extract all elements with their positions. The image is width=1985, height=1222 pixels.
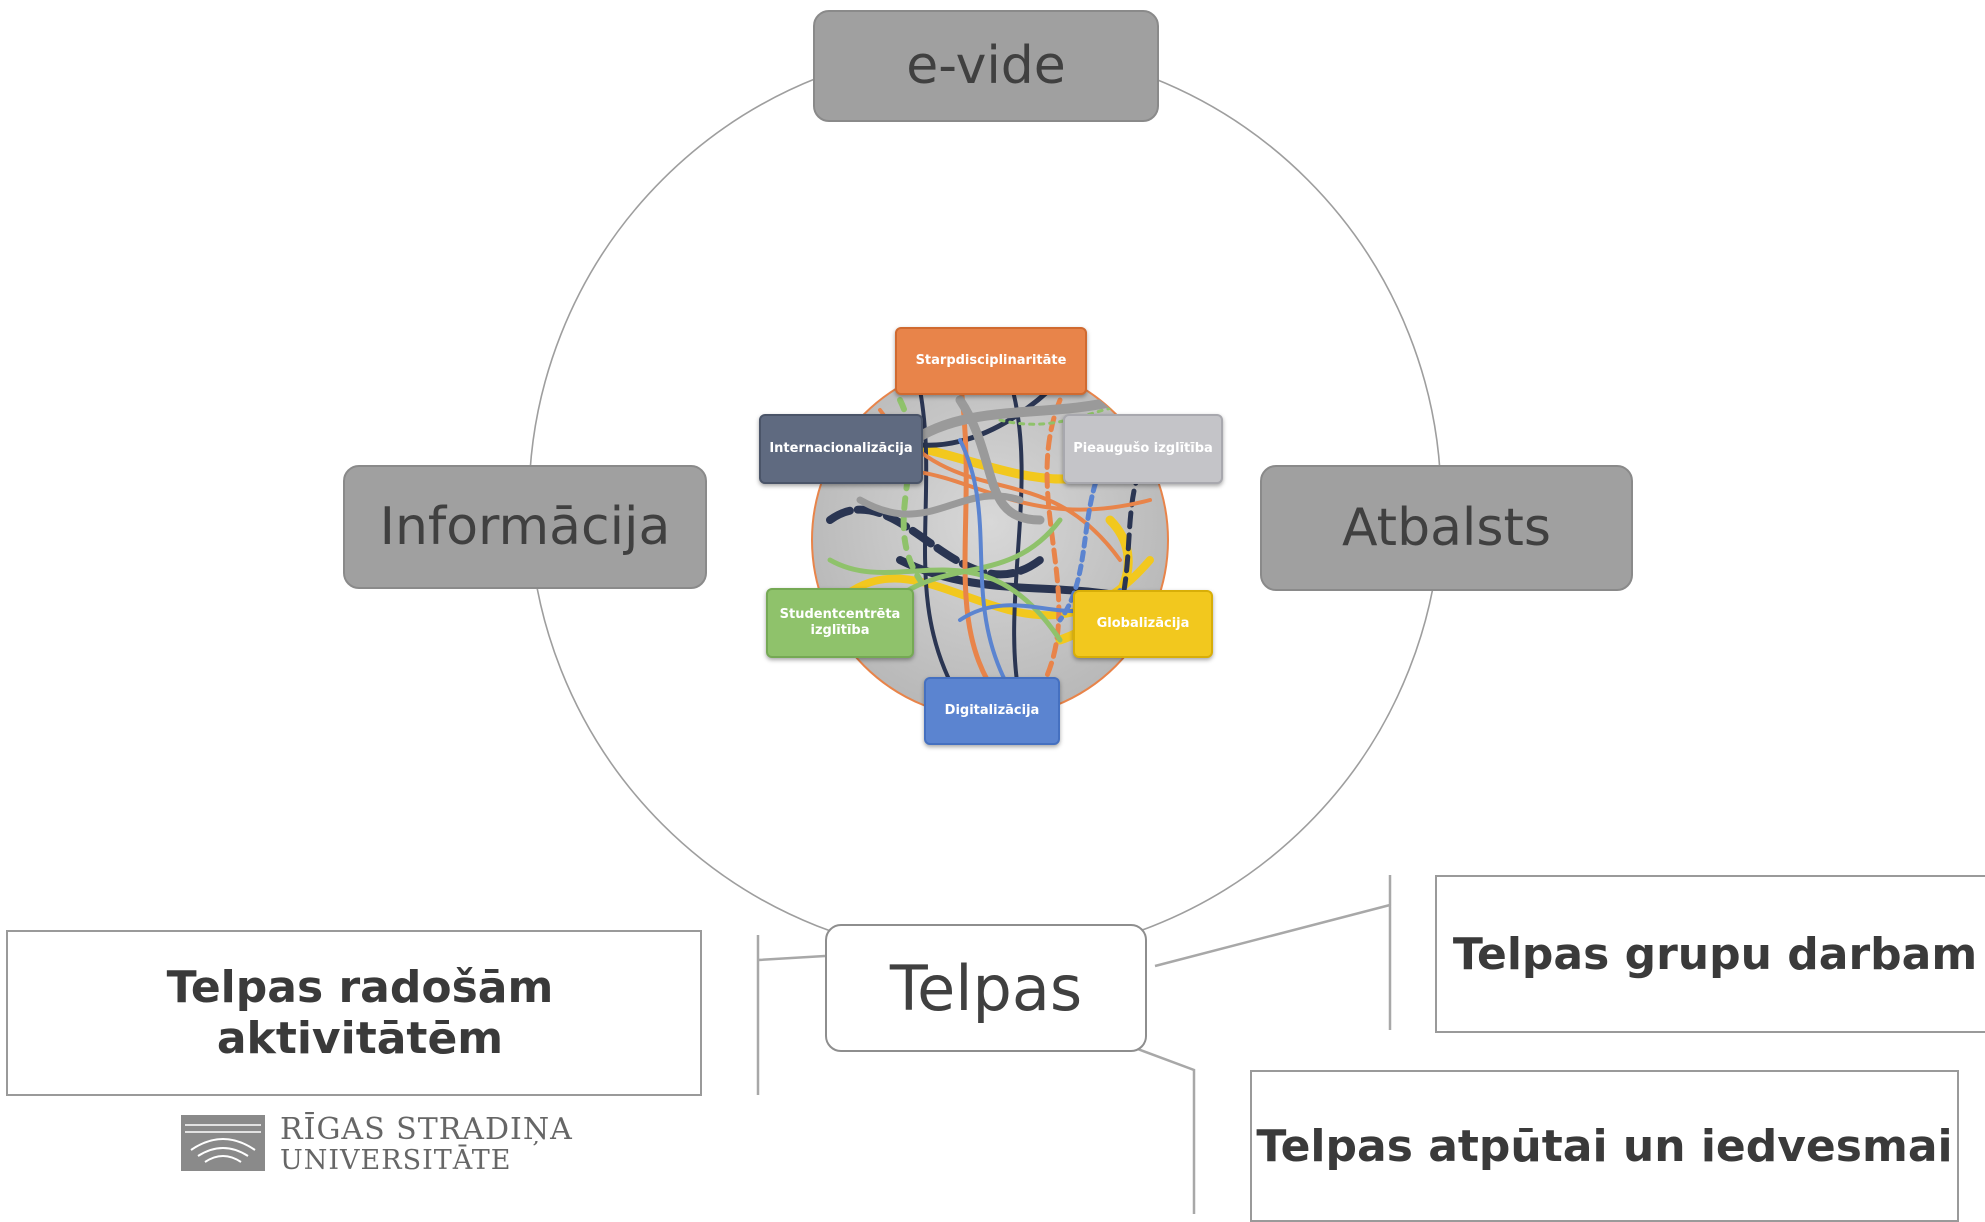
connector-right-bottom (1134, 1046, 1196, 1214)
theme-pieauguso-izglitiba-label: Pieaugušo izglītība (1073, 441, 1213, 456)
theme-internacionalizacija: Internacionalizācija (759, 414, 923, 484)
node-atbalsts: Atbalsts (1260, 465, 1633, 591)
sub-box-creative: Telpas radošām aktivitātēm (6, 930, 702, 1096)
sub-box-rest: Telpas atpūtai un iedvesmai (1250, 1070, 1959, 1222)
logo-line2: UNIVERSITĀTE (280, 1145, 512, 1176)
theme-studentcentreta-izglitiba: Studentcentrēta izglītība (766, 588, 914, 658)
theme-digitalizacija-label: Digitalizācija (944, 703, 1040, 718)
connector-right-top (1154, 875, 1392, 1030)
theme-digitalizacija: Digitalizācija (924, 677, 1060, 745)
theme-studentcentreta-izglitiba-label: Studentcentrēta izglītība (779, 607, 901, 638)
node-informacija: Informācija (343, 465, 707, 589)
sub-box-groups: Telpas grupu darbam (1435, 875, 1985, 1033)
sub-box-groups-label: Telpas grupu darbam (1452, 928, 1978, 980)
node-e-vide-label: e-vide (906, 36, 1066, 96)
theme-globalizacija: Globalizācija (1073, 590, 1213, 658)
node-informacija-label: Informācija (379, 497, 671, 557)
node-atbalsts-label: Atbalsts (1342, 498, 1551, 558)
theme-globalizacija-label: Globalizācija (1096, 616, 1190, 631)
theme-starpdisciplinaritate-label: Starpdisciplinaritāte (915, 353, 1067, 368)
sub-box-rest-label: Telpas atpūtai un iedvesmai (1256, 1120, 1953, 1172)
theme-internacionalizacija-label: Internacionalizācija (769, 441, 913, 456)
logo-line1: RĪGAS STRADIŅA (280, 1112, 573, 1147)
theme-pieauguso-izglitiba: Pieaugušo izglītība (1063, 414, 1223, 484)
node-telpas-label: Telpas (889, 951, 1083, 1025)
theme-starpdisciplinaritate: Starpdisciplinaritāte (895, 327, 1087, 395)
connector-lines (756, 875, 1392, 1214)
node-e-vide: e-vide (813, 10, 1159, 122)
logo-mark (181, 1115, 265, 1171)
node-telpas: Telpas (825, 924, 1147, 1052)
connector-left (756, 935, 826, 1095)
sub-box-creative-label: Telpas radošām aktivitātēm (166, 962, 554, 1064)
